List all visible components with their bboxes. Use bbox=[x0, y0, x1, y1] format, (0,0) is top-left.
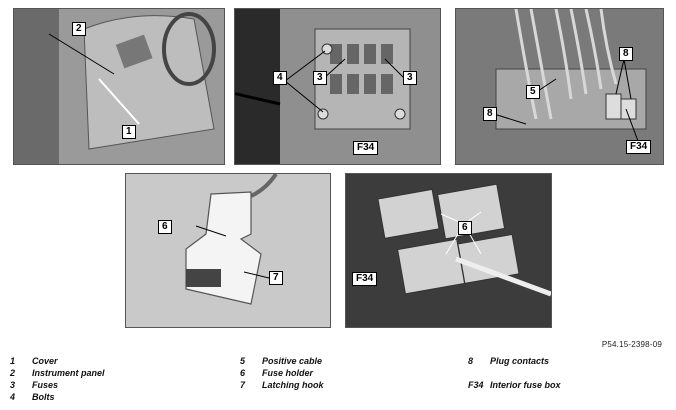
legend-text: Bolts bbox=[32, 392, 55, 402]
callout-f34: F34 bbox=[352, 272, 378, 286]
legend-text: Latching hook bbox=[262, 380, 324, 390]
legend-number: 1 bbox=[10, 356, 16, 366]
legend-item: 8 Plug contacts bbox=[468, 355, 561, 367]
legend-text: Fuses bbox=[32, 380, 59, 390]
legend-text: Positive cable bbox=[262, 356, 323, 366]
legend-text: Fuse holder bbox=[262, 368, 314, 378]
legend-text: Plug contacts bbox=[490, 356, 550, 366]
photo-cables-plug-contacts: 8 5 8 F34 bbox=[455, 8, 664, 165]
callout-2: 2 bbox=[72, 22, 86, 36]
photo-fuse-holders-box: 6 F34 bbox=[345, 173, 552, 328]
legend-column-1: 1 Cover 2 Instrument panel 3 Fuses 4 Bolts bbox=[10, 355, 105, 403]
legend-item: 6 Fuse holder bbox=[240, 367, 324, 379]
legend-item: 5 Positive cable bbox=[240, 355, 324, 367]
legend-column-2: 5 Positive cable 6 Fuse holder 7 Latching h… bbox=[240, 355, 324, 391]
legend-item: 7 Latching hook bbox=[240, 379, 324, 391]
callout-3-left: 3 bbox=[313, 71, 327, 85]
legend-number: 4 bbox=[10, 392, 16, 402]
callout-6: 6 bbox=[458, 221, 472, 235]
legend-number: 2 bbox=[10, 368, 16, 378]
legend-item: 2 Instrument panel bbox=[10, 367, 105, 379]
reference-code: P54.15-2398-09 bbox=[601, 340, 662, 349]
legend-number: 6 bbox=[240, 368, 246, 378]
photo-instrument-panel-cover: 2 1 bbox=[13, 8, 225, 165]
photo-fuse-box-bolts: 4 3 3 F34 bbox=[234, 8, 441, 165]
legend-number: 5 bbox=[240, 356, 246, 366]
callout-7: 7 bbox=[269, 271, 283, 285]
legend-number: 7 bbox=[240, 380, 246, 390]
legend-text: Interior fuse box bbox=[490, 380, 561, 390]
callout-6: 6 bbox=[158, 220, 172, 234]
callout-8-left: 8 bbox=[483, 107, 497, 121]
callout-1: 1 bbox=[122, 125, 136, 139]
callout-8-top: 8 bbox=[619, 47, 633, 61]
callout-3-right: 3 bbox=[403, 71, 417, 85]
legend-text: Cover bbox=[32, 356, 58, 366]
callout-f34: F34 bbox=[626, 140, 652, 154]
legend-number: F34 bbox=[468, 380, 484, 390]
legend-number: 3 bbox=[10, 380, 16, 390]
callout-f34: F34 bbox=[353, 141, 379, 155]
legend-item: F34 Interior fuse box bbox=[468, 379, 561, 391]
photo-fuse-holder-latch: 6 7 bbox=[125, 173, 331, 328]
callout-4: 4 bbox=[273, 71, 287, 85]
legend-text: Instrument panel bbox=[32, 368, 105, 378]
legend-column-3: 8 Plug contacts F34 Interior fuse box bbox=[468, 355, 561, 391]
legend-item: 1 Cover bbox=[10, 355, 105, 367]
legend-number: 8 bbox=[468, 356, 474, 366]
legend-item: 4 Bolts bbox=[10, 391, 105, 403]
callout-5: 5 bbox=[526, 85, 540, 99]
legend-item: 3 Fuses bbox=[10, 379, 105, 391]
